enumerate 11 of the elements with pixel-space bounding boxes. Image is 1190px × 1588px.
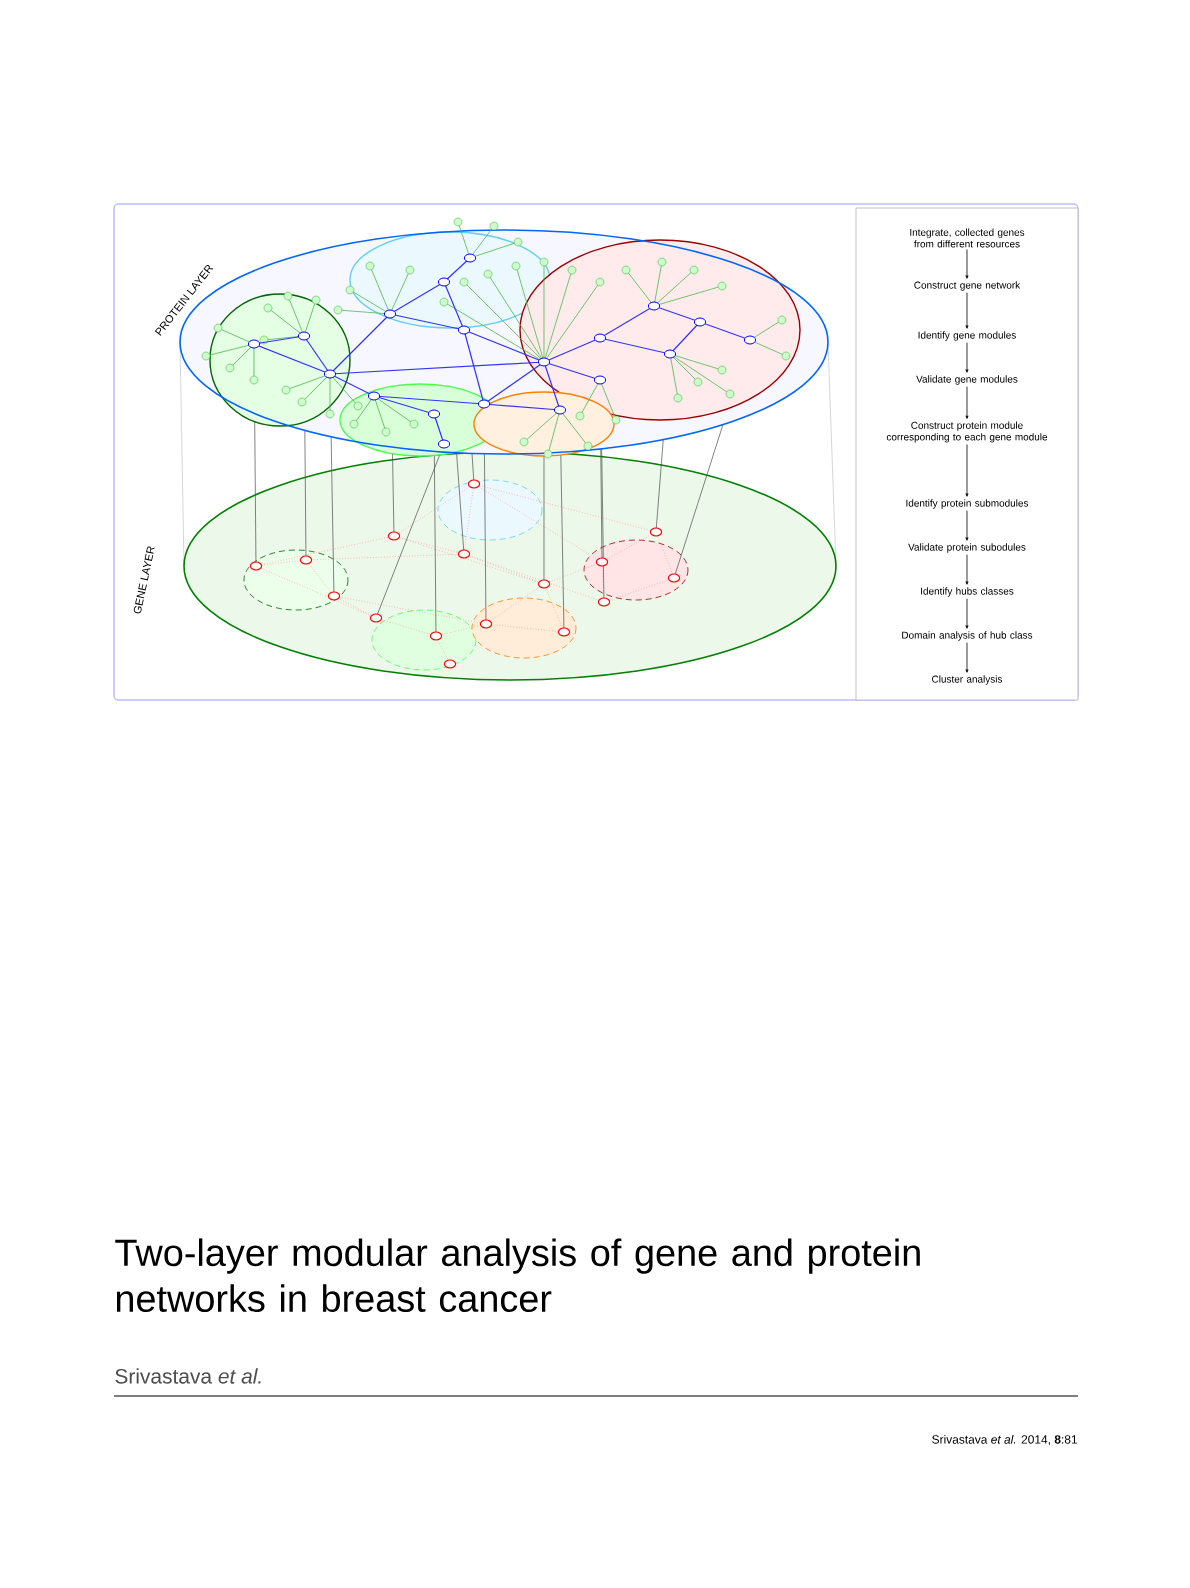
- arrow: [965, 249, 969, 279]
- article-title: Two-layer modular analysis of gene and protein networks in breast cancer: [115, 1238, 920, 1313]
- arrow: [965, 510, 969, 541]
- arrow: [965, 554, 969, 585]
- arrow: [965, 292, 969, 329]
- arrow: [965, 342, 969, 373]
- arrow: [965, 598, 969, 629]
- author-line: Srivastava et al.: [115, 1368, 261, 1384]
- arrow: [965, 444, 969, 497]
- arrow: [965, 386, 969, 419]
- arrow: [965, 642, 969, 673]
